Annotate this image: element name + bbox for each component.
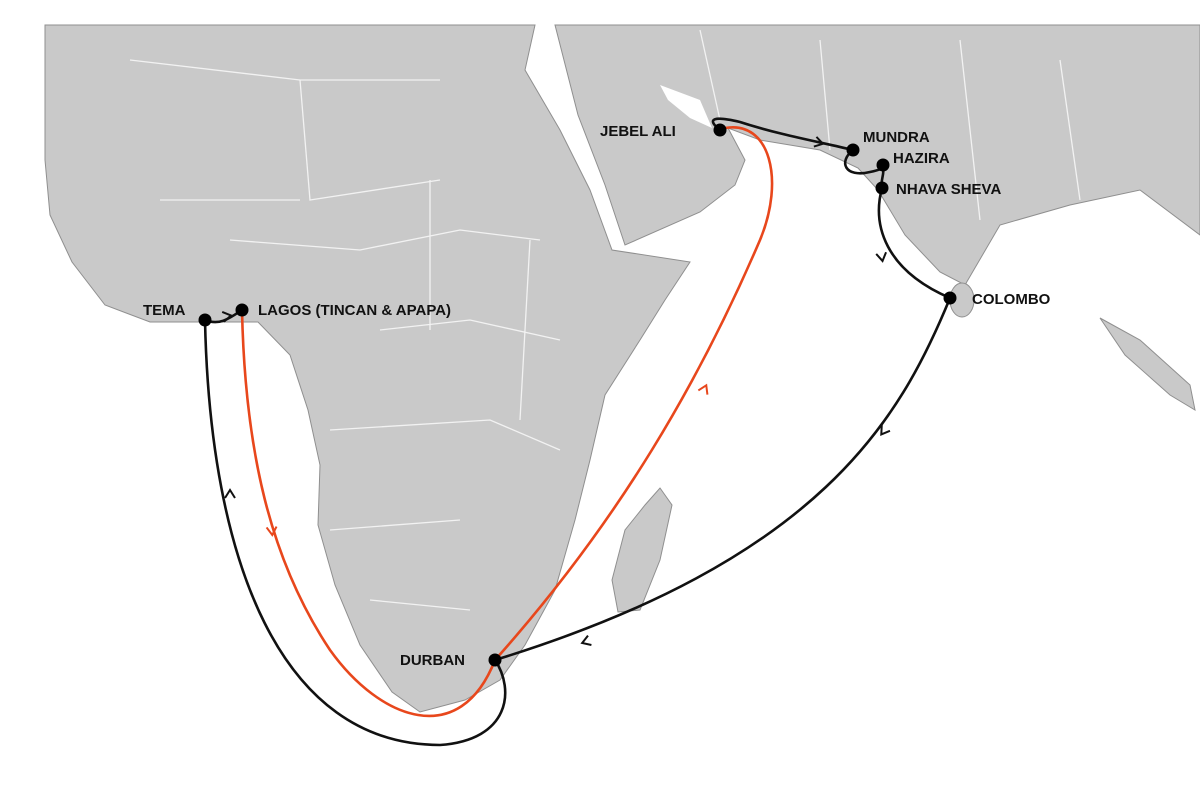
port-durban[interactable]: DURBAN <box>400 652 502 669</box>
port-nhava-sheva[interactable]: NHAVA SHEVA <box>875 181 1002 198</box>
asia-landmass <box>554 24 1200 286</box>
direction-arrow-icon <box>224 488 236 499</box>
africa-landmass <box>44 24 691 713</box>
eastbound-loop-segment <box>493 296 952 662</box>
routes-layer <box>203 117 952 747</box>
port-label: DURBAN <box>400 652 465 669</box>
country-borders <box>129 29 1081 611</box>
madagascar <box>611 487 673 613</box>
ports-layer: JEBEL ALI MUNDRA HAZIRA NHAVA SHEVA COLOMBO D… <box>143 123 1051 669</box>
sumatra <box>1099 317 1196 412</box>
port-marker[interactable] <box>875 181 889 195</box>
port-colombo[interactable]: COLOMBO <box>943 291 1051 308</box>
direction-arrow-icon <box>880 424 891 437</box>
eastbound-loop-segment <box>203 318 507 747</box>
direction-arrow-icon <box>265 526 278 537</box>
landmass <box>44 24 1200 713</box>
port-label: LAGOS (TINCAN & APAPA) <box>258 302 451 319</box>
port-tema[interactable]: TEMA <box>143 302 212 327</box>
return-leg-segment <box>240 308 497 718</box>
port-marker[interactable] <box>943 291 957 305</box>
port-mundra[interactable]: MUNDRA <box>846 129 930 157</box>
direction-arrow-icon <box>221 311 233 323</box>
port-label: COLOMBO <box>972 291 1051 308</box>
port-label: MUNDRA <box>863 129 930 146</box>
eastbound-loop-segment <box>877 186 952 300</box>
direction-arrow-icon <box>697 383 709 395</box>
persian-gulf-water <box>660 85 712 128</box>
port-label: NHAVA SHEVA <box>896 181 1001 198</box>
port-marker[interactable] <box>488 653 502 667</box>
port-hazira[interactable]: HAZIRA <box>876 150 950 172</box>
port-label: JEBEL ALI <box>600 123 676 140</box>
direction-arrow-icon <box>875 251 887 263</box>
port-marker[interactable] <box>198 313 212 327</box>
direction-arrow-icon <box>813 136 825 148</box>
port-label: TEMA <box>143 302 186 319</box>
port-label: HAZIRA <box>893 150 950 167</box>
port-jebel-ali[interactable]: JEBEL ALI <box>600 123 727 140</box>
return-leg-segment <box>493 126 774 662</box>
port-marker[interactable] <box>846 143 860 157</box>
port-marker[interactable] <box>235 303 249 317</box>
port-lagos[interactable]: LAGOS (TINCAN & APAPA) <box>235 302 452 319</box>
port-marker[interactable] <box>713 123 727 137</box>
direction-arrow-icon <box>580 634 592 646</box>
eastbound-loop-segment <box>711 117 855 152</box>
port-marker[interactable] <box>876 158 890 172</box>
